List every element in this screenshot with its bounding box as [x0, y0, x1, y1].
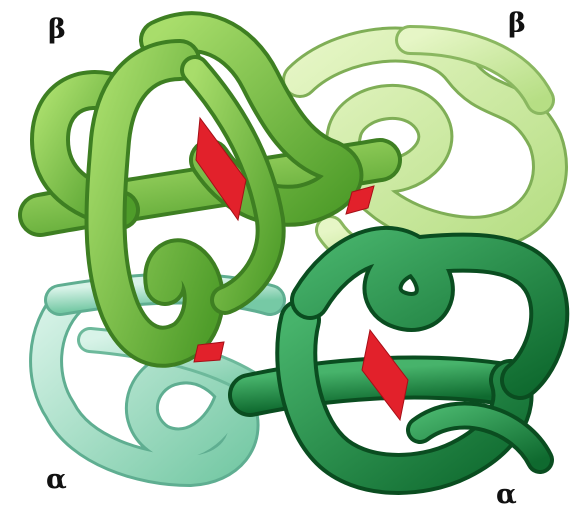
- heme-alpha-bottom-left: [194, 342, 224, 362]
- heme-alpha-bottom-right: [362, 330, 408, 420]
- label-beta-top-right: β: [508, 10, 526, 37]
- alpha-subunit-bottom-right: [250, 246, 549, 474]
- label-alpha-bottom-left: α: [46, 466, 67, 493]
- label-alpha-bottom-right: α: [496, 481, 517, 508]
- label-beta-top-left: β: [48, 16, 66, 43]
